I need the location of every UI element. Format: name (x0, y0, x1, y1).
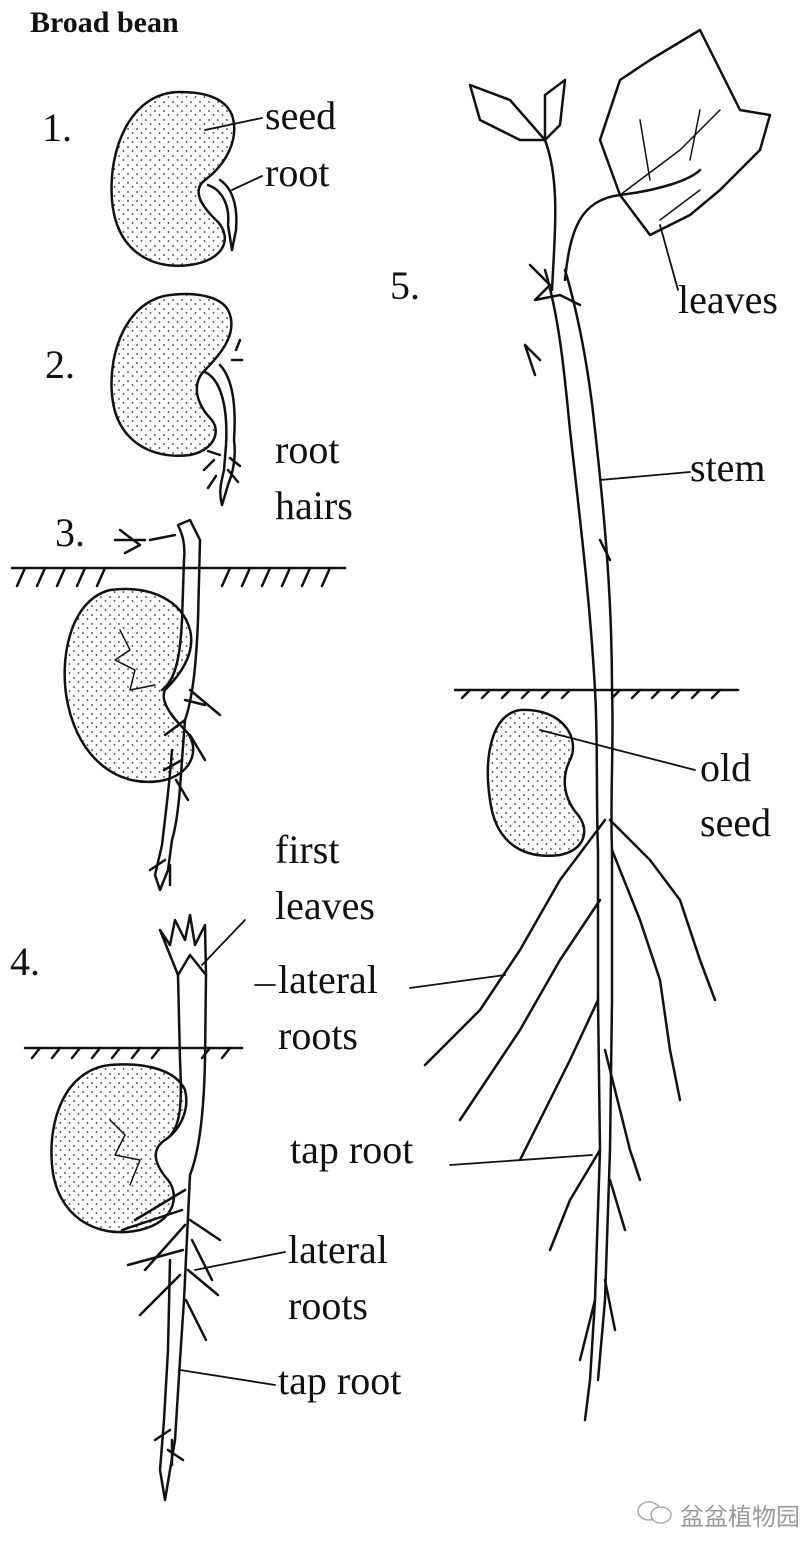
label-root-hairs-2: hairs (275, 483, 353, 528)
label-old-seed-2: seed (700, 800, 772, 845)
stage5-plant (423, 28, 772, 1422)
label-lateral-roots-1: lateral (288, 1227, 388, 1272)
label-tap-root-stage5: tap root (290, 1127, 414, 1172)
stage4-seedling (50, 913, 222, 1502)
label-root-hairs-1: root (275, 427, 340, 472)
label-stem: stem (690, 445, 766, 490)
stage-number-2: 2. (45, 342, 75, 387)
stage-number-1: 1. (42, 105, 72, 150)
label-old-seed-1: old (700, 745, 752, 790)
label-first-leaves-1: first (275, 827, 340, 872)
label-lateral-roots-top-2: roots (278, 1013, 358, 1058)
stage-number-3: 3. (55, 510, 85, 555)
stage5-ground (453, 688, 740, 700)
watermark: 盆盆植物园 (680, 1503, 800, 1531)
label-leaves: leaves (678, 277, 778, 322)
diagram-title: Broad bean (30, 6, 179, 39)
label-lateral-roots-top-1: lateral (278, 957, 378, 1002)
stage3-seedling (63, 518, 222, 892)
wechat-icon (637, 1501, 672, 1524)
label-seed: seed (265, 93, 337, 138)
stage2-seed (110, 292, 244, 507)
label-root: root (265, 150, 330, 195)
stage3-ground (10, 566, 347, 588)
stage1-seed (110, 90, 238, 267)
stage-number-5: 5. (390, 263, 420, 308)
stage4-ground (23, 1046, 244, 1060)
leader-lines (179, 117, 696, 1386)
label-tap-root-stage4: tap root (278, 1358, 402, 1403)
stage-number-4: 4. (10, 939, 40, 984)
label-lateral-roots-2: roots (288, 1283, 368, 1328)
label-first-leaves-2: leaves (275, 883, 375, 928)
